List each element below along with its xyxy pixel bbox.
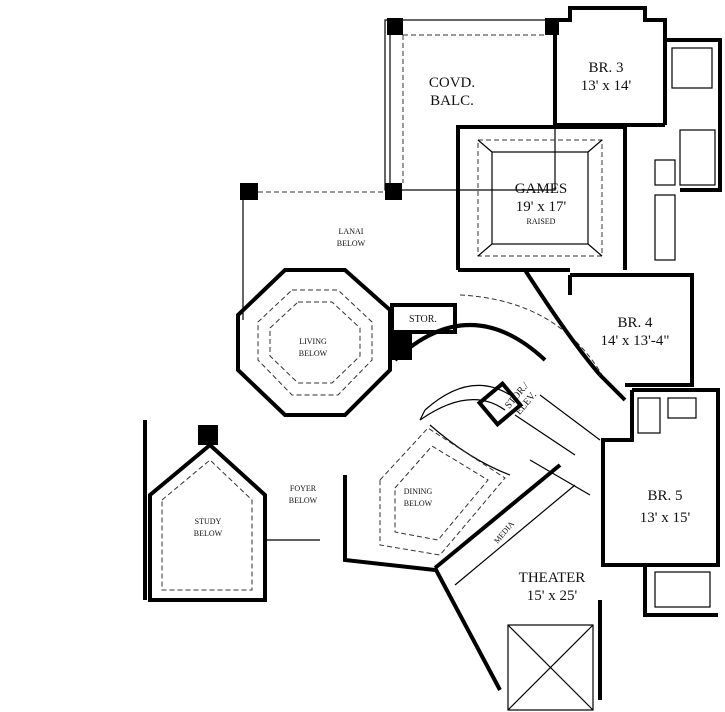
living-label-2: BELOW bbox=[299, 349, 328, 358]
foyer-label-2: BELOW bbox=[289, 496, 318, 505]
foyer-dining bbox=[198, 425, 506, 572]
games-size: 19' x 17' bbox=[516, 199, 567, 215]
games-room bbox=[456, 125, 627, 272]
br4-size: 14' x 13'-4" bbox=[600, 333, 669, 349]
media-label: MEDIA bbox=[492, 519, 516, 545]
study-label-2: BELOW bbox=[194, 529, 223, 538]
covd-balc-label-1: COVD. bbox=[429, 75, 475, 91]
lanai bbox=[240, 183, 385, 320]
dining-label-2: BELOW bbox=[404, 499, 433, 508]
games-note: RAISED bbox=[527, 217, 556, 226]
theater bbox=[433, 463, 602, 711]
br5-size: 13' x 15' bbox=[640, 510, 691, 526]
bedroom-4 bbox=[568, 273, 694, 402]
living-room bbox=[236, 268, 392, 417]
dining-label-1: DINING bbox=[404, 487, 433, 496]
theater-label: THEATER bbox=[519, 570, 586, 586]
foyer-label-1: FOYER bbox=[290, 484, 317, 493]
bedroom-5 bbox=[601, 388, 720, 617]
br3-label: BR. 3 bbox=[588, 60, 623, 76]
br3-size: 13' x 14' bbox=[581, 78, 632, 94]
br4-label: BR. 4 bbox=[617, 315, 653, 331]
living-label-1: LIVING bbox=[299, 337, 327, 346]
bedroom-3 bbox=[553, 6, 722, 261]
covered-balcony bbox=[384, 18, 559, 200]
lanai-label-1: LANAI bbox=[339, 227, 364, 236]
br5-label: BR. 5 bbox=[647, 488, 682, 504]
study bbox=[143, 420, 267, 602]
theater-size: 15' x 25' bbox=[527, 588, 578, 604]
games-label: GAMES bbox=[515, 181, 568, 197]
lanai-label-2: BELOW bbox=[337, 239, 366, 248]
covd-balc-label-2: BALC. bbox=[430, 93, 474, 109]
study-label-1: STUDY bbox=[195, 517, 222, 526]
stor-label: STOR. bbox=[409, 314, 437, 325]
